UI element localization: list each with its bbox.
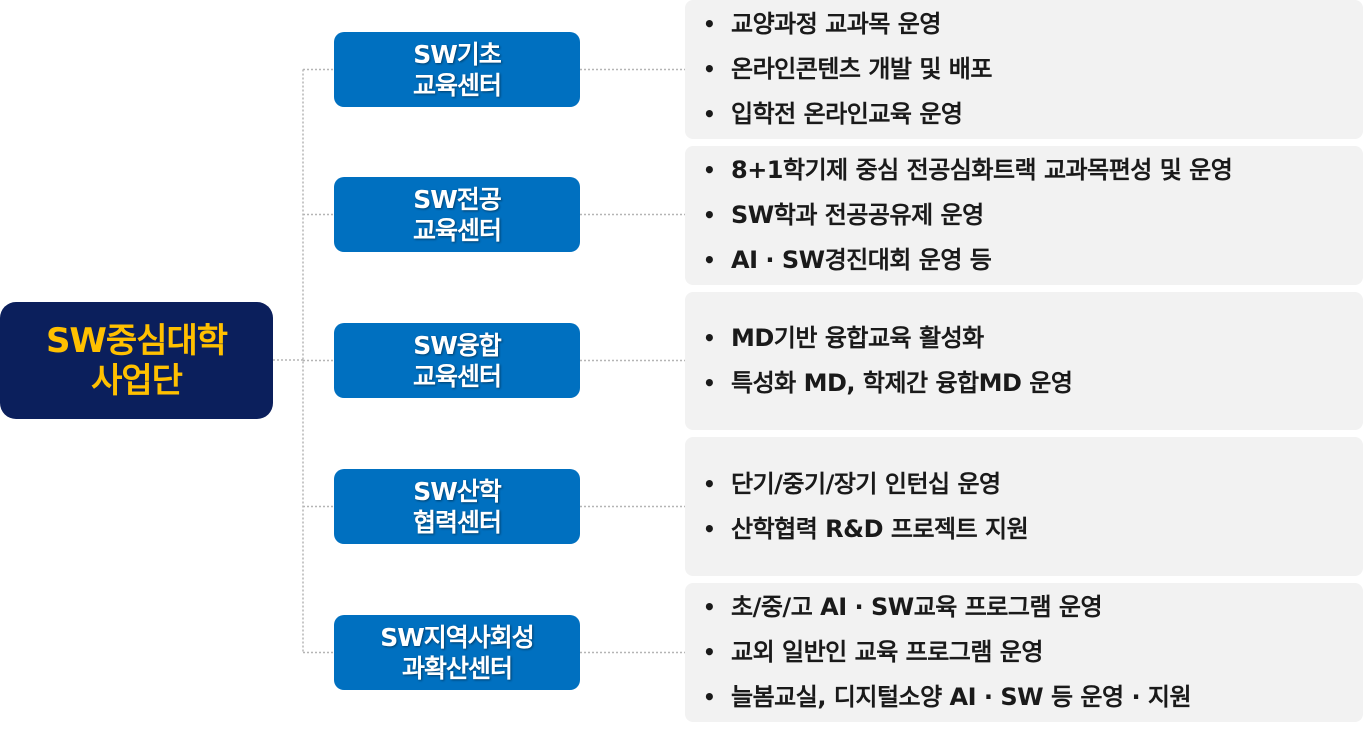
description-item-text: 입학전 온라인교육 운영 xyxy=(731,100,963,128)
description-item-text: 교양과정 교과목 운영 xyxy=(731,10,941,38)
description-item-text: 교외 일반인 교육 프로그램 운영 xyxy=(731,638,1043,666)
description-list-item: • 산학협력 R&D 프로젝트 지원 xyxy=(703,507,1363,552)
description-list-item: • MD기반 융합교육 활성화 xyxy=(703,316,1363,361)
bullet-icon: • xyxy=(703,471,716,496)
center-node-title-line1: SW융합 xyxy=(413,330,502,360)
bullet-icon: • xyxy=(703,371,716,395)
description-list-item: • 8+1학기제 중심 전공심화트랙 교과목편성 및 운영 xyxy=(703,148,1363,193)
center-node-title-line2: 협력센터 xyxy=(412,507,502,537)
bullet-icon: • xyxy=(703,158,716,182)
description-list-item: • 늘봄교실, 디지털소양 AI · SW 등 운영 · 지원 xyxy=(703,675,1363,720)
description-item-text: 늘봄교실, 디지털소양 AI · SW 등 운영 · 지원 xyxy=(731,683,1192,711)
center-node-title-line2: 교육센터 xyxy=(412,215,502,245)
description-item-text: 온라인콘텐츠 개발 및 배포 xyxy=(731,55,992,83)
description-list-item: • 교외 일반인 교육 프로그램 운영 xyxy=(703,630,1363,675)
bullet-icon: • xyxy=(703,326,716,350)
center-node-title-line2: 교육센터 xyxy=(412,361,502,391)
description-item-text: 산학협력 R&D 프로젝트 지원 xyxy=(731,514,1029,543)
center-node-title-line1: SW산학 xyxy=(413,476,502,506)
center-description-box-4: • 단기/중기/장기 인턴십 운영 • 산학협력 R&D 프로젝트 지원 xyxy=(685,437,1363,576)
description-list-item: • 특성화 MD, 학제간 융합MD 운영 xyxy=(703,361,1363,406)
center-node-title-line1: SW전공 xyxy=(413,184,502,214)
description-item-text: AI · SW경진대회 운영 등 xyxy=(731,246,992,274)
description-item-text: 초/중/고 AI · SW교육 프로그램 운영 xyxy=(731,593,1103,621)
description-item-text: SW학과 전공공유제 운영 xyxy=(731,201,984,229)
description-list-item: • 입학전 온라인교육 운영 xyxy=(703,92,1363,137)
description-item-text: 8+1학기제 중심 전공심화트랙 교과목편성 및 운영 xyxy=(731,156,1233,184)
description-list-item: • 교양과정 교과목 운영 xyxy=(703,2,1363,47)
description-item-text: MD기반 융합교육 활성화 xyxy=(731,324,984,352)
root-node-business-unit: SW중심대학 사업단 xyxy=(0,302,273,419)
description-item-text: 단기/중기/장기 인턴십 운영 xyxy=(731,469,1001,498)
bullet-icon: • xyxy=(703,595,716,619)
bullet-icon: • xyxy=(703,102,716,126)
bullet-icon: • xyxy=(703,248,716,272)
description-list-item: • AI · SW경진대회 운영 등 xyxy=(703,238,1363,283)
center-node-title-line2: 과확산센터 xyxy=(401,653,513,683)
description-item-text: 특성화 MD, 학제간 융합MD 운영 xyxy=(731,369,1073,397)
bullet-icon: • xyxy=(703,57,716,81)
root-node-title-line1: SW중심대학 xyxy=(45,320,228,361)
center-node-title-line2: 교육센터 xyxy=(412,70,502,100)
description-list-item: • 온라인콘텐츠 개발 및 배포 xyxy=(703,47,1363,92)
description-list-item: • 초/중/고 AI · SW교육 프로그램 운영 xyxy=(703,585,1363,630)
bullet-icon: • xyxy=(703,685,716,709)
center-description-box-5: • 초/중/고 AI · SW교육 프로그램 운영 • 교외 일반인 교육 프로그램 … xyxy=(685,583,1363,722)
center-node-title-line1: SW기초 xyxy=(413,39,502,69)
bullet-icon: • xyxy=(703,640,716,664)
description-list-item: • 단기/중기/장기 인턴십 운영 xyxy=(703,462,1363,507)
center-description-box-3: • MD기반 융합교육 활성화 • 특성화 MD, 학제간 융합MD 운영 xyxy=(685,292,1363,430)
bullet-icon: • xyxy=(703,516,716,541)
description-list-item: • SW학과 전공공유제 운영 xyxy=(703,193,1363,238)
root-node-title-line2: 사업단 xyxy=(91,360,183,401)
bullet-icon: • xyxy=(703,203,716,227)
center-description-box-2: • 8+1학기제 중심 전공심화트랙 교과목편성 및 운영 • SW학과 전공공유제 … xyxy=(685,146,1363,285)
bullet-icon: • xyxy=(703,12,716,36)
center-description-box-1: • 교양과정 교과목 운영 • 온라인콘텐츠 개발 및 배포 • 입학전 온라인교육 운영 xyxy=(685,0,1363,139)
center-node-title-line1: SW지역사회성 xyxy=(380,622,535,652)
